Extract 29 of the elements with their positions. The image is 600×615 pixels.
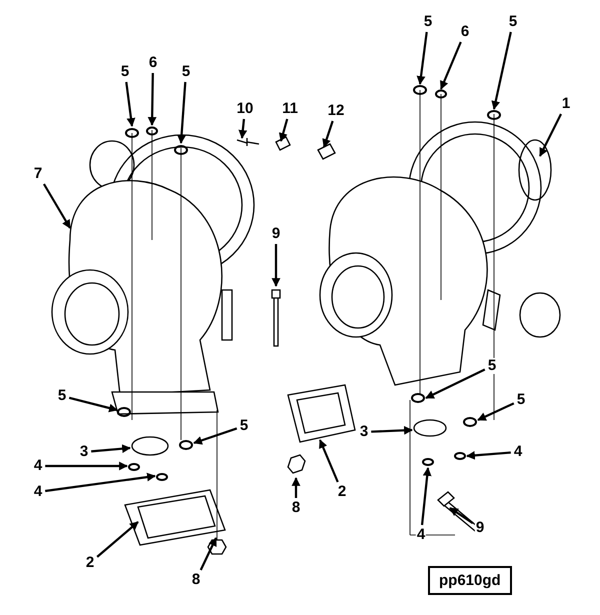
leader-line	[45, 472, 156, 492]
leader-line	[68, 396, 118, 412]
leader-line	[148, 72, 157, 126]
leader-line	[292, 477, 300, 498]
leader-line	[425, 368, 486, 399]
leader-line	[449, 507, 474, 524]
leader-line	[96, 521, 139, 558]
leader-line	[272, 244, 280, 287]
leader-line	[466, 451, 511, 460]
leader-line	[91, 444, 131, 454]
figure-id: pp610gd	[428, 566, 512, 595]
leader-line	[125, 82, 136, 127]
leader-line	[45, 462, 128, 470]
leader-line	[440, 42, 462, 90]
leader-line	[477, 402, 514, 421]
leader-line	[278, 118, 288, 142]
leader-line	[539, 114, 562, 157]
leader-line	[416, 32, 428, 85]
leader-line	[193, 427, 238, 445]
leader-line	[238, 118, 248, 139]
leader-line	[42, 183, 71, 229]
leader-line	[420, 467, 432, 526]
callout-number: 5	[486, 358, 498, 374]
leader-line	[491, 32, 512, 110]
leader-line	[322, 120, 334, 148]
leader-line	[318, 439, 339, 482]
leader-line	[200, 537, 217, 570]
leader-line	[371, 426, 413, 435]
leader-line	[177, 82, 186, 144]
